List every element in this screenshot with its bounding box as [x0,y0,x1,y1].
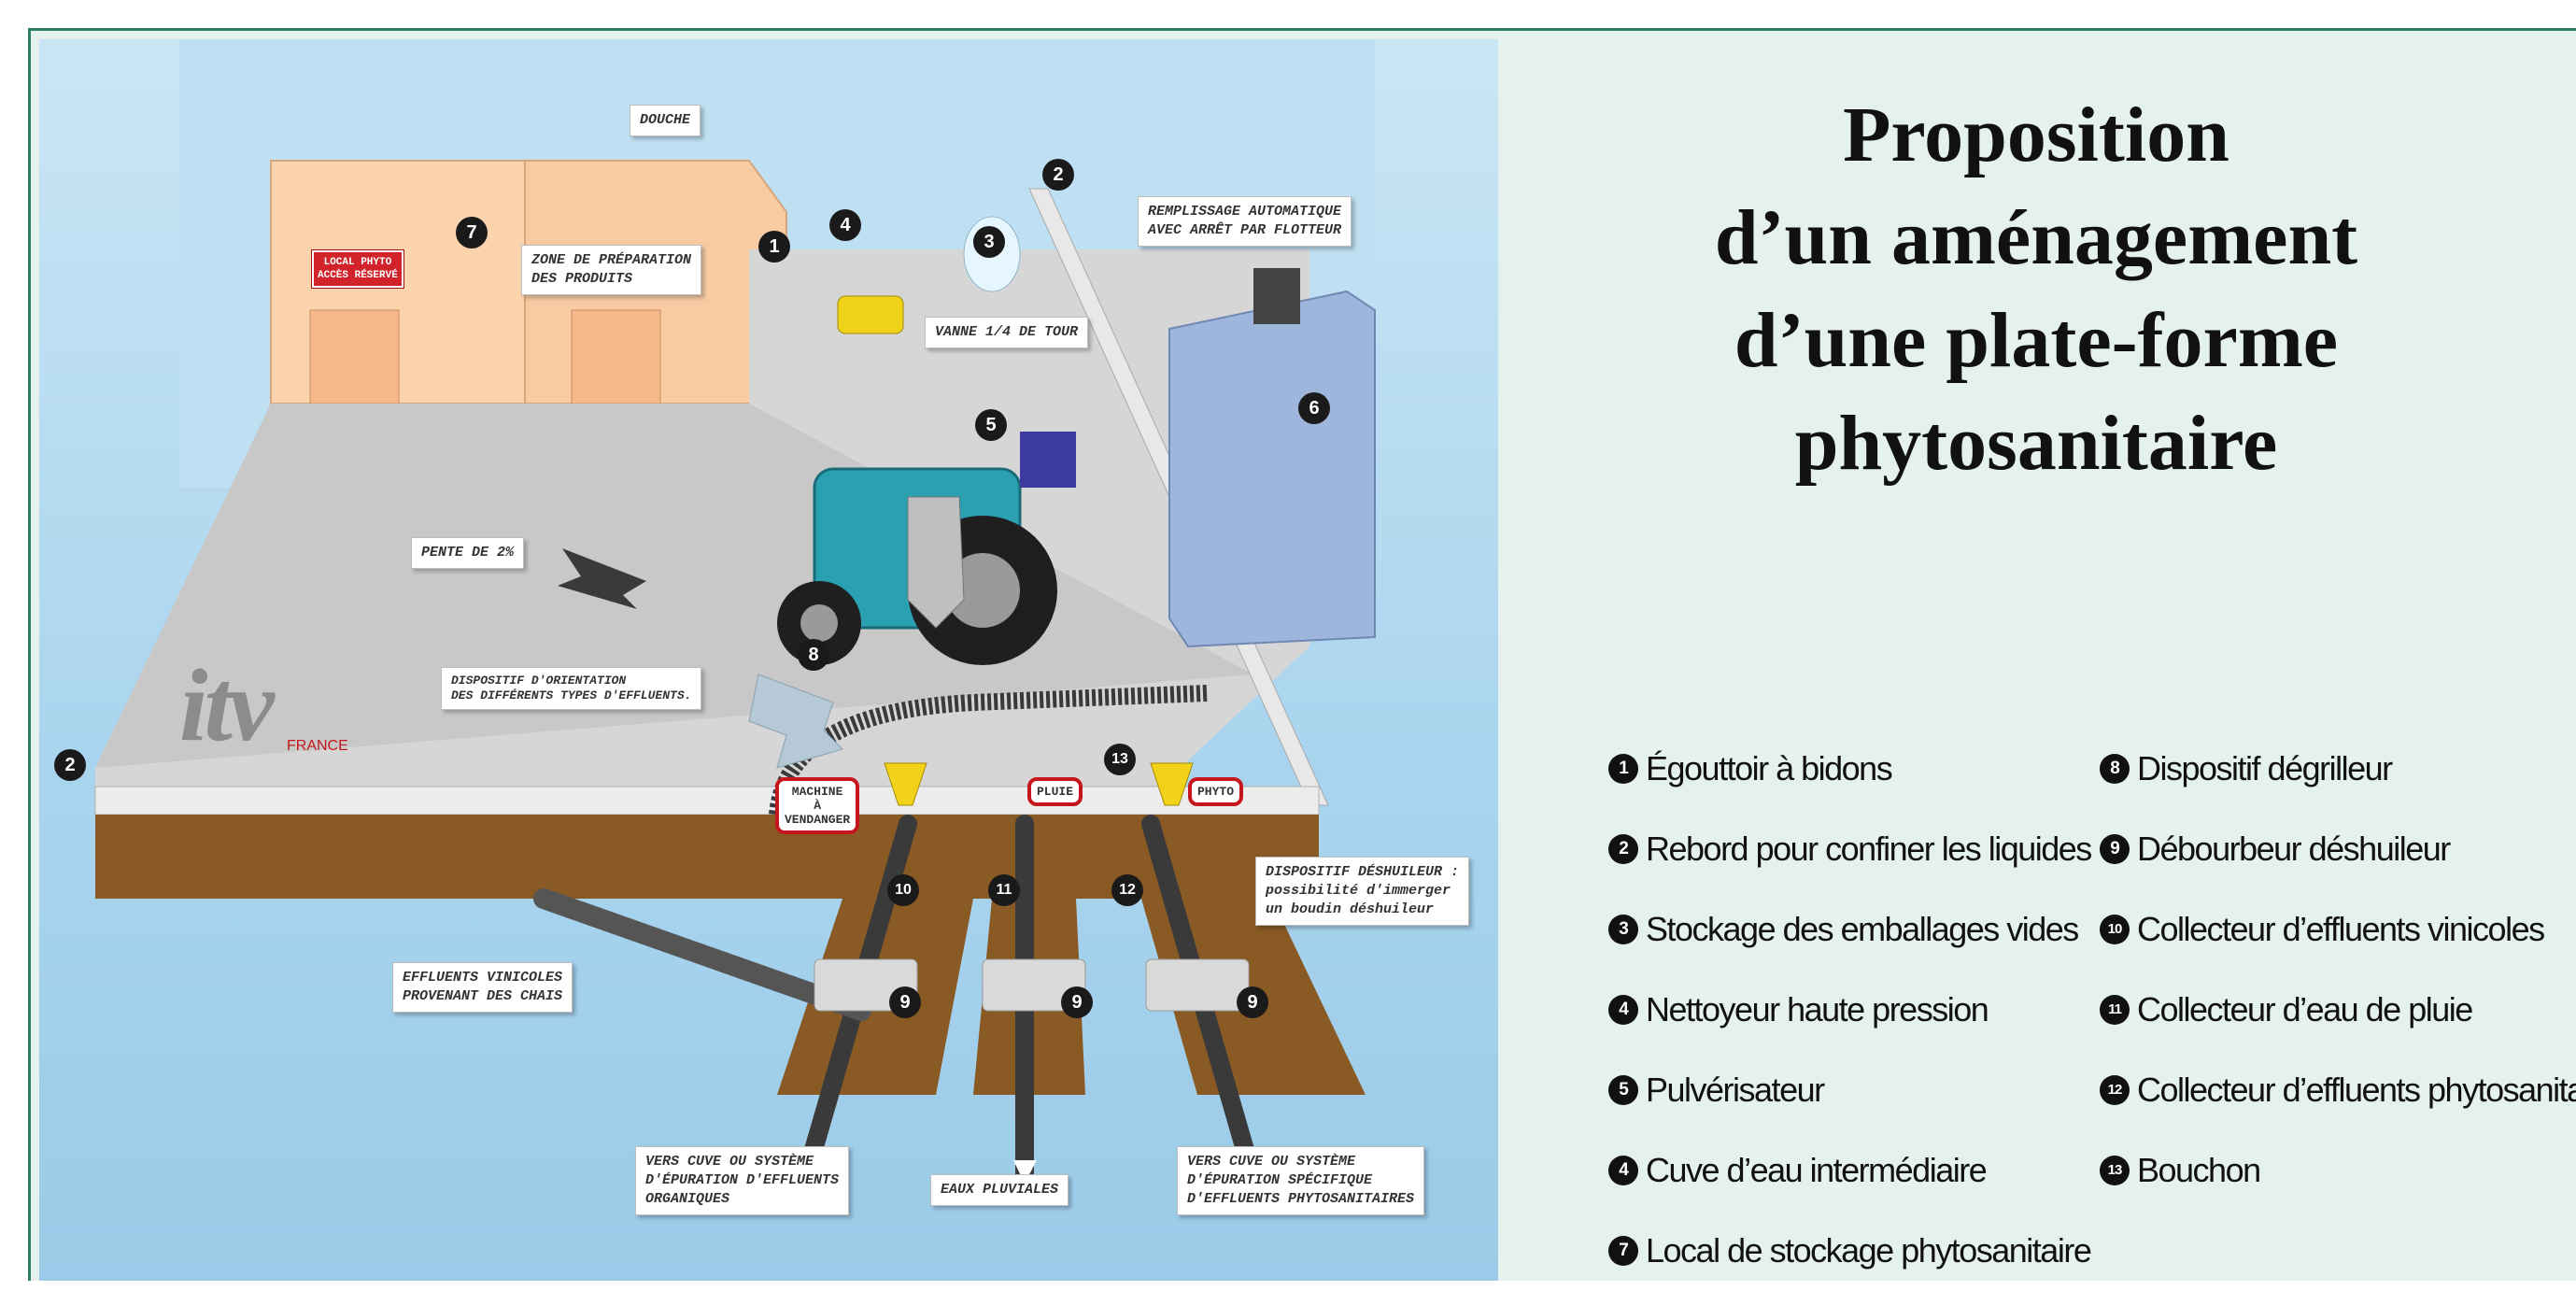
legend-item: 1 Égouttoir à bidons [1608,729,2091,809]
label-vanne: VANNE 1/4 DE TOUR [925,317,1089,348]
label-remplissage: REMPLISSAGE AUTOMATIQUE AVEC ARRÊT PAR F… [1138,196,1352,247]
legend-number: 7 [1608,1236,1638,1266]
marker-6: 6 [1298,392,1330,424]
label-deshuileur: DISPOSITIF DÉSHUILEUR : possibilité d'im… [1255,857,1470,926]
platform-illustration: DOUCHE ZONE DE PRÉPARATION DES PRODUITS … [39,39,1498,1281]
title-line-4: phytosanitaire [1794,400,2278,487]
legend-number: 10 [2100,915,2130,944]
itv-logo: itv [179,648,275,762]
legend-number: 4 [1608,995,1638,1025]
illustration-drawing [94,39,1376,1193]
marker-5: 5 [975,409,1007,441]
sign-phyto: PHYTO [1188,777,1244,806]
itv-logo-france: FRANCE [287,738,348,754]
legend-number: 5 [1608,1075,1638,1105]
legend-number: 4 [1608,1156,1638,1185]
marker-7: 7 [456,217,488,248]
legend-text: Bouchon [2137,1151,2261,1189]
marker-3: 3 [973,226,1005,258]
marker-4: 4 [829,209,861,241]
sign-local-phyto: LOCAL PHYTO ACCÈS RÉSERVÉ [311,249,404,289]
legend-item: 5 Pulvérisateur [1608,1050,2091,1130]
marker-9-c: 9 [1237,986,1268,1018]
legend-number: 2 [1608,834,1638,864]
label-dispositif-orientation: DISPOSITIF D'ORIENTATION DES DIFFÉRENTS … [441,667,702,710]
legend-item: 3 Stockage des emballages vides [1608,889,2091,970]
legend-text: Collecteur d’effluents vinicoles [2137,910,2545,948]
legend-number: 13 [2100,1156,2130,1185]
legend-number: 12 [2100,1075,2130,1105]
legend-text: Stockage des emballages vides [1646,910,2079,948]
marker-13: 13 [1104,744,1136,775]
legend-number: 1 [1608,754,1638,784]
marker-1: 1 [758,231,790,262]
title-line-1: Proposition [1843,92,2229,178]
legend-left: 1 Égouttoir à bidons 2 Rebord pour confine… [1608,729,2092,1291]
legend-item: 7 Local de stockage phytosanitaire [1608,1211,2092,1291]
legend-number: 11 [2100,995,2130,1025]
legend-item: 4 Nettoyeur haute pression [1608,970,2091,1050]
legend-text: Égouttoir à bidons [1646,749,1893,787]
title-line-2: d’un aménagement [1714,194,2358,281]
legend-text: Nettoyeur haute pression [1646,990,1989,1029]
legend-text: Collecteur d’effluents phytosanitaires [2137,1071,2576,1109]
marker-9-b: 9 [1061,986,1093,1018]
legend-text: Débourbeur déshuileur [2137,830,2451,868]
marker-10: 10 [887,874,919,906]
label-eaux-pluviales: EAUX PLUVIALES [930,1174,1069,1206]
title-line-3: d’une plate-forme [1734,297,2339,384]
legend-number: 9 [2100,834,2130,864]
page-title: Proposition d’un aménagement d’une plate… [1532,84,2541,495]
label-douche: DOUCHE [630,105,701,136]
sign-machine-vendanger: MACHINE À VENDANGER [775,777,860,834]
marker-2-edge: 2 [54,749,86,781]
label-zone-preparation: ZONE DE PRÉPARATION DES PRODUITS [521,245,702,295]
legend-text: Rebord pour confiner les liquides [1646,830,2092,868]
label-effluents-vinicoles: EFFLUENTS VINICOLES PROVENANT DES CHAIS [392,962,573,1013]
label-vers-organiques: VERS CUVE OU SYSTÈME D'ÉPURATION D'EFFLU… [635,1146,850,1215]
marker-9-a: 9 [889,986,921,1018]
sign-pluie: PLUIE [1027,777,1083,806]
legend-text: Collecteur d’eau de pluie [2137,990,2473,1029]
legend-text: Local de stockage phytosanitaire [1646,1231,2092,1270]
legend-item: 2 Rebord pour confiner les liquides [1608,809,2092,889]
marker-11: 11 [988,874,1020,906]
legend-text: Cuve d’eau intermédiaire [1646,1151,1988,1189]
legend-item: 4 Cuve d’eau intermédiaire [1608,1130,2091,1211]
marker-2-rim: 2 [1042,159,1074,191]
label-pente: PENTE DE 2% [411,537,525,569]
marker-12: 12 [1111,874,1143,906]
legend-text: Dispositif dégrilleur [2137,749,2393,787]
label-vers-phytosanitaires: VERS CUVE OU SYSTÈME D'ÉPURATION SPÉCIFI… [1177,1146,1425,1215]
legend-number: 8 [2100,754,2130,784]
marker-8: 8 [798,639,829,671]
legend-text: Pulvérisateur [1646,1071,1825,1109]
legend-number: 3 [1608,915,1638,944]
